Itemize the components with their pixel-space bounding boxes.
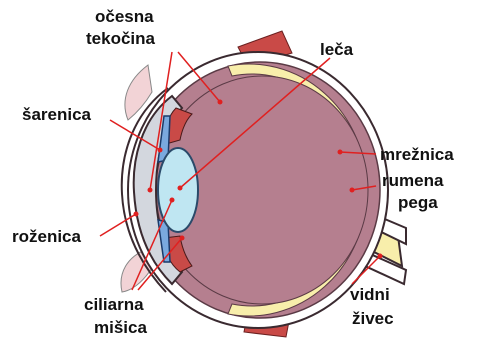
label-optic-nerve-line2: živec: [352, 309, 394, 328]
label-optic-nerve-line1: vidni: [350, 285, 390, 304]
label-aqueous-humor-line2: tekočina: [86, 29, 156, 48]
dot-macula: [350, 188, 355, 193]
label-ciliary-muscle-line1: ciliarna: [84, 295, 144, 314]
dot-ciliary-2: [180, 236, 185, 241]
label-aqueous-humor-line1: očesna: [95, 7, 154, 26]
label-macula-line1: rumena: [382, 171, 444, 190]
dot-retina: [338, 150, 343, 155]
label-macula-line2: pega: [398, 193, 438, 212]
dot-lens: [178, 186, 183, 191]
dot-cornea: [134, 212, 139, 217]
label-retina: mrežnica: [380, 145, 454, 164]
pointer-cornea: [100, 214, 136, 236]
label-iris: šarenica: [22, 105, 92, 124]
upper-eyelid: [125, 65, 152, 120]
label-ciliary-muscle-line2: mišica: [94, 318, 147, 337]
dot-optic: [378, 254, 383, 259]
dot-iris: [158, 148, 163, 153]
dot-ciliary-1: [170, 198, 175, 203]
label-lens: leča: [320, 40, 354, 59]
label-cornea: roženica: [12, 227, 82, 246]
dot-aqueous-1: [148, 188, 153, 193]
dot-aqueous-2: [218, 100, 223, 105]
